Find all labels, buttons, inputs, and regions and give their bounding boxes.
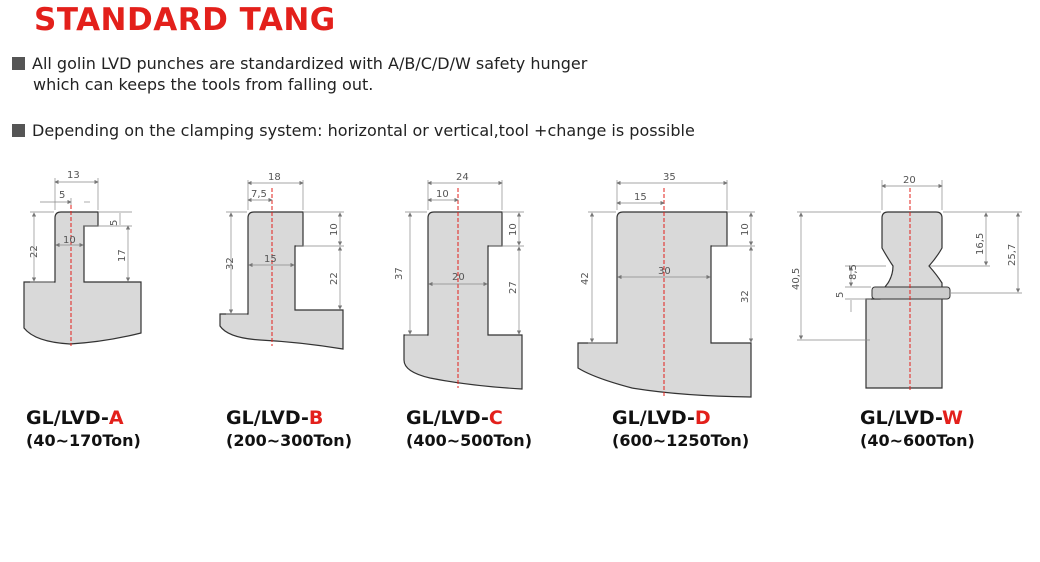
bullet-clamping: Depending on the clamping system: horizo… [12,120,695,141]
tang-c-range: (400~500Ton) [406,431,532,450]
tang-c-drawing: 24 10 10 37 20 27 [394,172,524,390]
dim-a-2: 5 [109,220,120,226]
dim-b-3: 32 [225,257,236,270]
tang-d-range: (600~1250Ton) [612,431,750,450]
dim-d-1: 15 [634,192,647,203]
dim-a-4: 10 [63,235,76,246]
dim-a-1: 5 [59,190,65,201]
tang-a-drawing: 13 5 5 22 10 17 [23,170,142,346]
tang-b-letter: B [308,407,324,429]
tang-w-drawing: 20 8,5 5 40,5 16,5 25,7 [791,175,1022,390]
tang-w-letter: W [942,407,963,429]
dim-d-2: 10 [740,223,751,236]
dim-a-0: 13 [67,170,80,181]
tang-b-range: (200~300Ton) [226,431,352,450]
tang-w-label: GL/LVD-W (40~600Ton) [860,406,975,452]
tang-d-drawing: 35 15 10 42 30 32 [577,172,755,398]
tang-w-range: (40~600Ton) [860,431,975,450]
dim-c-5: 27 [508,281,519,294]
tang-b-drawing: 18 7,5 10 32 15 22 [219,172,344,350]
tang-c-letter: C [488,407,503,429]
bullet-text-line2: which can keeps the tools from falling o… [33,75,374,94]
tang-a-range: (40~170Ton) [26,431,141,450]
dim-c-3: 37 [394,267,405,280]
dim-b-2: 10 [329,223,340,236]
dim-c-4: 20 [452,272,465,283]
dim-d-0: 35 [663,172,676,183]
dim-w-0: 20 [903,175,916,186]
tang-diagrams: 13 5 5 22 10 17 18 7,5 10 32 15 22 [23,170,1022,398]
dim-c-2: 10 [508,223,519,236]
tang-b-prefix: GL/LVD- [226,407,309,429]
dim-a-3: 22 [29,245,40,258]
tang-b-body [219,211,344,350]
tang-a-label: GL/LVD-A (40~170Ton) [26,406,141,452]
tang-a-body [23,211,142,345]
dim-b-4: 15 [264,254,277,265]
dim-c-1: 10 [436,189,449,200]
tang-d-label: GL/LVD-D (600~1250Ton) [612,406,749,452]
tang-c-label: GL/LVD-C (400~500Ton) [406,406,532,452]
bullet-square-icon [12,57,25,70]
dim-a-5: 17 [117,249,128,262]
tang-d-prefix: GL/LVD- [612,407,695,429]
dim-d-3: 42 [580,272,591,285]
bullet-text-line1: All golin LVD punches are standardized w… [32,54,588,73]
tang-w-pin [871,286,951,300]
tang-w-body [865,211,943,389]
dim-b-0: 18 [268,172,281,183]
tang-c-body [403,211,523,390]
dim-c-0: 24 [456,172,469,183]
tang-b-label: GL/LVD-B (200~300Ton) [226,406,352,452]
dim-d-5: 32 [740,290,751,303]
dim-w-3: 40,5 [791,268,802,290]
dim-w-2: 5 [835,292,846,298]
dim-b-1: 7,5 [251,189,267,200]
tang-c-prefix: GL/LVD- [406,407,489,429]
page-title: STANDARD TANG [34,2,336,38]
bullet-square-icon [12,124,25,137]
dim-d-4: 30 [658,266,671,277]
bullet-text-line1: Depending on the clamping system: horizo… [32,121,695,140]
dim-w-4: 16,5 [975,233,986,255]
tang-w-prefix: GL/LVD- [860,407,942,429]
bullet-standardized: All golin LVD punches are standardized w… [12,53,587,95]
tang-a-prefix: GL/LVD- [26,407,109,429]
tang-a-letter: A [108,407,124,429]
tang-d-letter: D [694,407,711,429]
dim-b-5: 22 [329,272,340,285]
dim-w-5: 25,7 [1007,244,1018,266]
dim-w-1: 8,5 [848,264,859,280]
